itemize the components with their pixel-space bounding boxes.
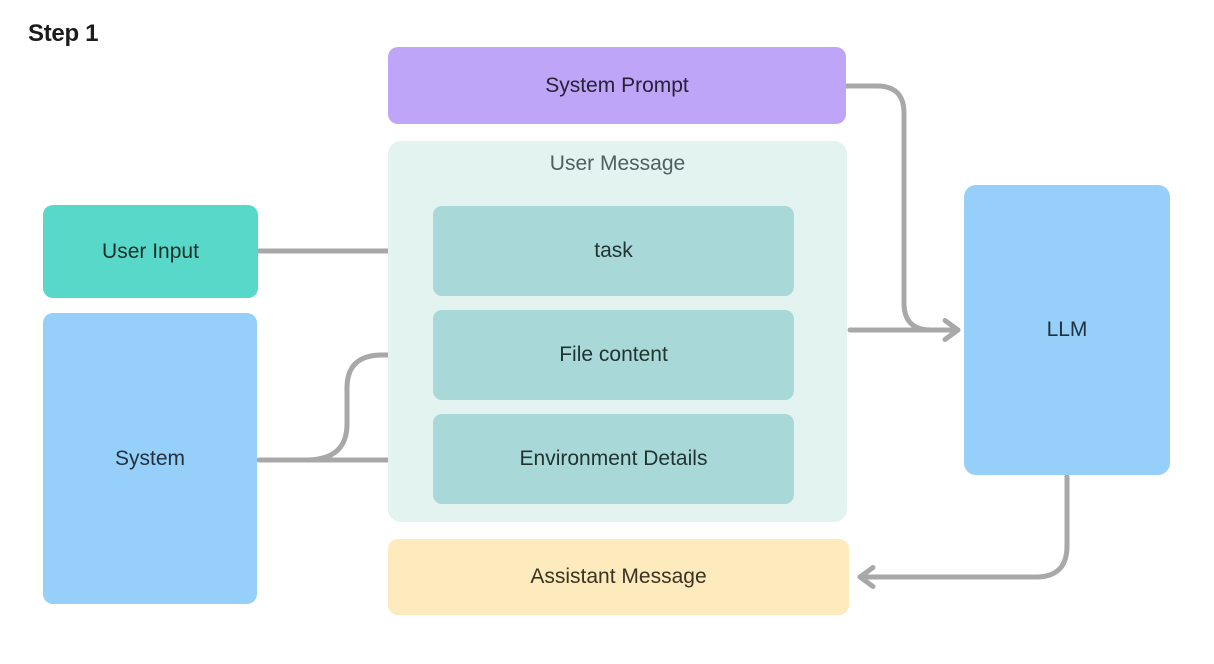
node-task-label: task [594,239,633,262]
node-environment-details: Environment Details [433,414,794,504]
node-system-prompt-label: System Prompt [545,73,689,97]
group-user-message: User Message task File content Environme… [388,141,847,522]
node-environment-details-label: Environment Details [519,447,708,470]
node-system: System [43,313,257,604]
node-file-content: File content [433,310,794,400]
node-task: task [433,206,794,296]
node-llm: LLM [964,185,1170,475]
edge-llm-to-assistant-message [857,474,1070,589]
edge-system-prompt-to-llm-curve [843,83,943,333]
node-assistant-message: Assistant Message [388,539,849,615]
node-llm-label: LLM [1046,318,1088,341]
node-system-prompt: System Prompt [388,47,846,124]
node-user-input-label: User Input [102,239,199,263]
node-system-label: System [114,446,185,470]
node-assistant-message-label: Assistant Message [530,565,707,588]
node-user-input: User Input [43,205,258,298]
step-title: Step 1 [28,20,99,47]
group-user-message-label: User Message [549,152,686,175]
node-file-content-label: File content [559,343,668,366]
